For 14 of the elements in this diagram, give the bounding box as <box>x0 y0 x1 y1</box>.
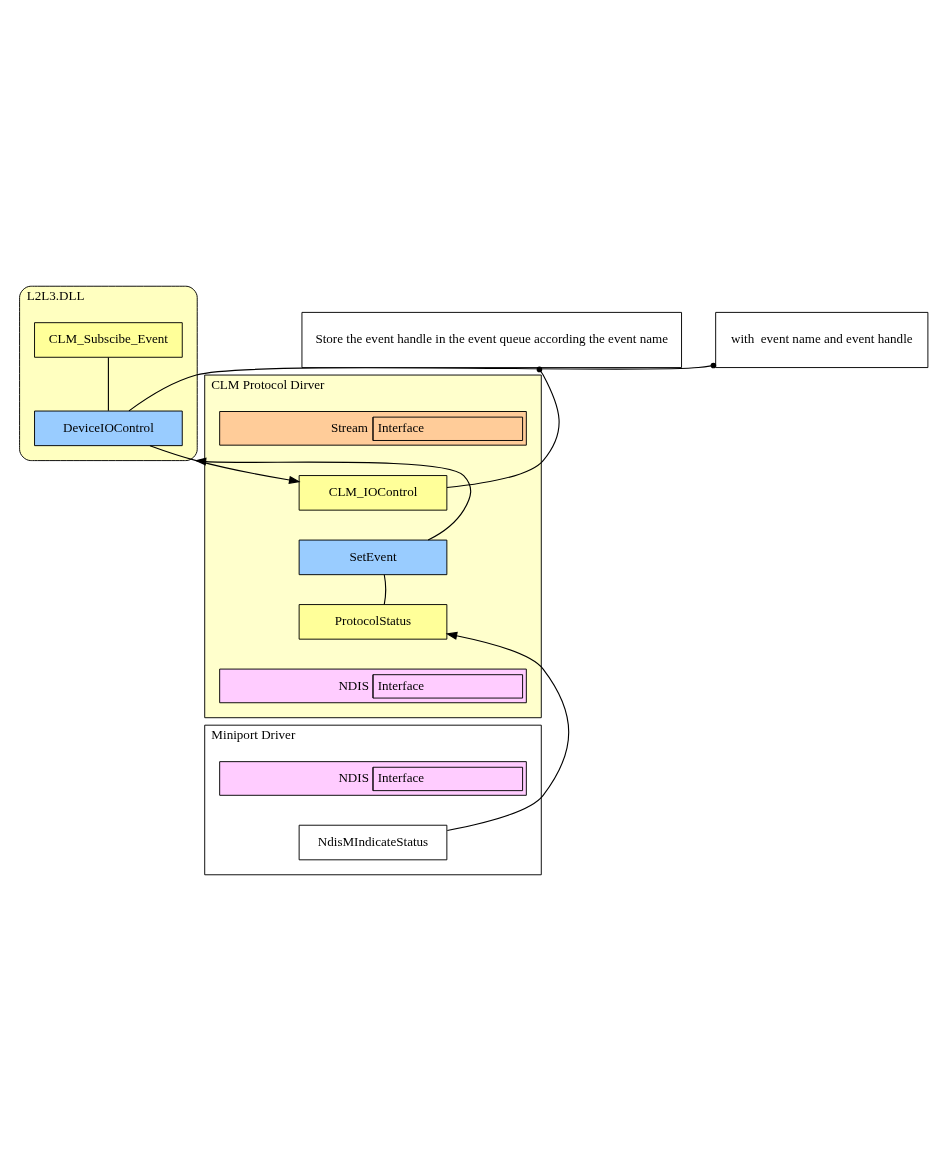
connector <box>446 366 560 488</box>
node-box: NdisMIndicateStatus <box>298 824 448 860</box>
node-box: CLM_Subscibe_Event <box>34 321 183 358</box>
connector <box>107 356 109 411</box>
node-box: SetEvent <box>298 539 448 575</box>
connector <box>383 573 387 605</box>
arrow <box>149 444 301 484</box>
node-box: CLM_IOControl <box>298 474 448 511</box>
arrow <box>194 457 472 541</box>
node-box: DeviceIOControl <box>34 410 183 446</box>
node-box: Store the event handle in the event queue according the event name <box>301 311 682 368</box>
arrow <box>445 631 570 831</box>
node-box: with event name and event handle <box>715 311 929 368</box>
node-box: ProtocolStatus <box>298 603 448 640</box>
